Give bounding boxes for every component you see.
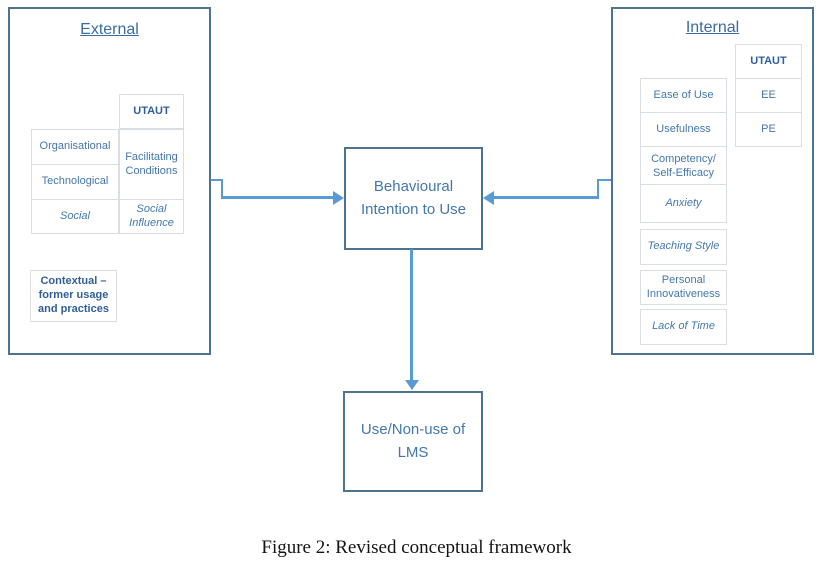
right-elbow-horizontal-line <box>599 179 611 181</box>
internal-utaut-header-cell: UTAUT <box>735 44 802 79</box>
internal-personal-innovativeness-cell: Personal Innovativeness <box>640 270 727 305</box>
internal-usefulness-cell: Usefulness <box>640 112 727 147</box>
behavioural-intention-box: Behavioural Intention to Use <box>344 147 483 250</box>
external-organisational-cell: Organisational <box>31 129 119 165</box>
down-arrow-shaft <box>410 249 413 381</box>
figure-caption: Figure 2: Revised conceptual framework <box>261 537 572 558</box>
internal-pe-cell: PE <box>735 112 802 147</box>
use-non-use-box: Use/Non-use of LMS <box>343 391 483 492</box>
internal-lack-of-time-cell: Lack of Time <box>640 309 727 345</box>
left-elbow-vertical-line <box>221 179 223 198</box>
external-facilitating-conditions-cell: Facilitating Conditions <box>119 129 184 200</box>
internal-ease-of-use-cell: Ease of Use <box>640 78 727 113</box>
external-utaut-header-cell: UTAUT <box>119 94 184 129</box>
internal-competency-cell: Competency/ Self-Efficacy <box>640 146 727 187</box>
external-contextual-cell: Contextual – former usage and practices <box>30 270 117 322</box>
external-title: External <box>80 21 139 38</box>
external-social-influence-cell: Social Influence <box>119 199 184 234</box>
left-elbow-horizontal-line <box>211 179 223 181</box>
right-arrowhead-icon <box>333 191 344 205</box>
internal-anxiety-cell: Anxiety <box>640 184 727 223</box>
internal-teaching-style-cell: Teaching Style <box>640 229 727 265</box>
external-technological-cell: Technological <box>31 164 119 200</box>
right-elbow-vertical-line <box>597 179 599 198</box>
internal-ee-cell: EE <box>735 78 802 113</box>
left-arrow-shaft <box>221 196 334 199</box>
left-arrowhead-icon <box>483 191 494 205</box>
right-arrow-shaft <box>493 196 599 199</box>
down-arrowhead-icon <box>405 380 419 390</box>
internal-title: Internal <box>685 19 740 36</box>
external-social-cell: Social <box>31 199 119 234</box>
external-panel: External UTAUT Organisational Technologi… <box>8 7 211 355</box>
internal-panel: Internal UTAUT EE PE Ease of Use Usefuln… <box>611 7 814 355</box>
